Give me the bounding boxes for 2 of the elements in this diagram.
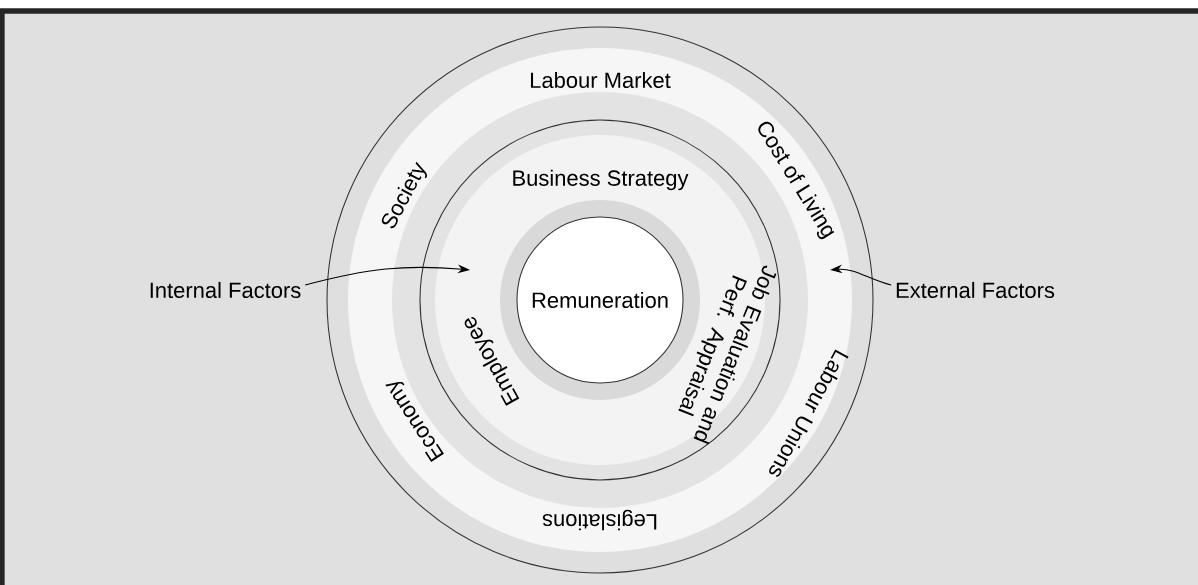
text-label: Internal Factors <box>150 281 301 299</box>
text-label: External Factors <box>896 281 1055 299</box>
